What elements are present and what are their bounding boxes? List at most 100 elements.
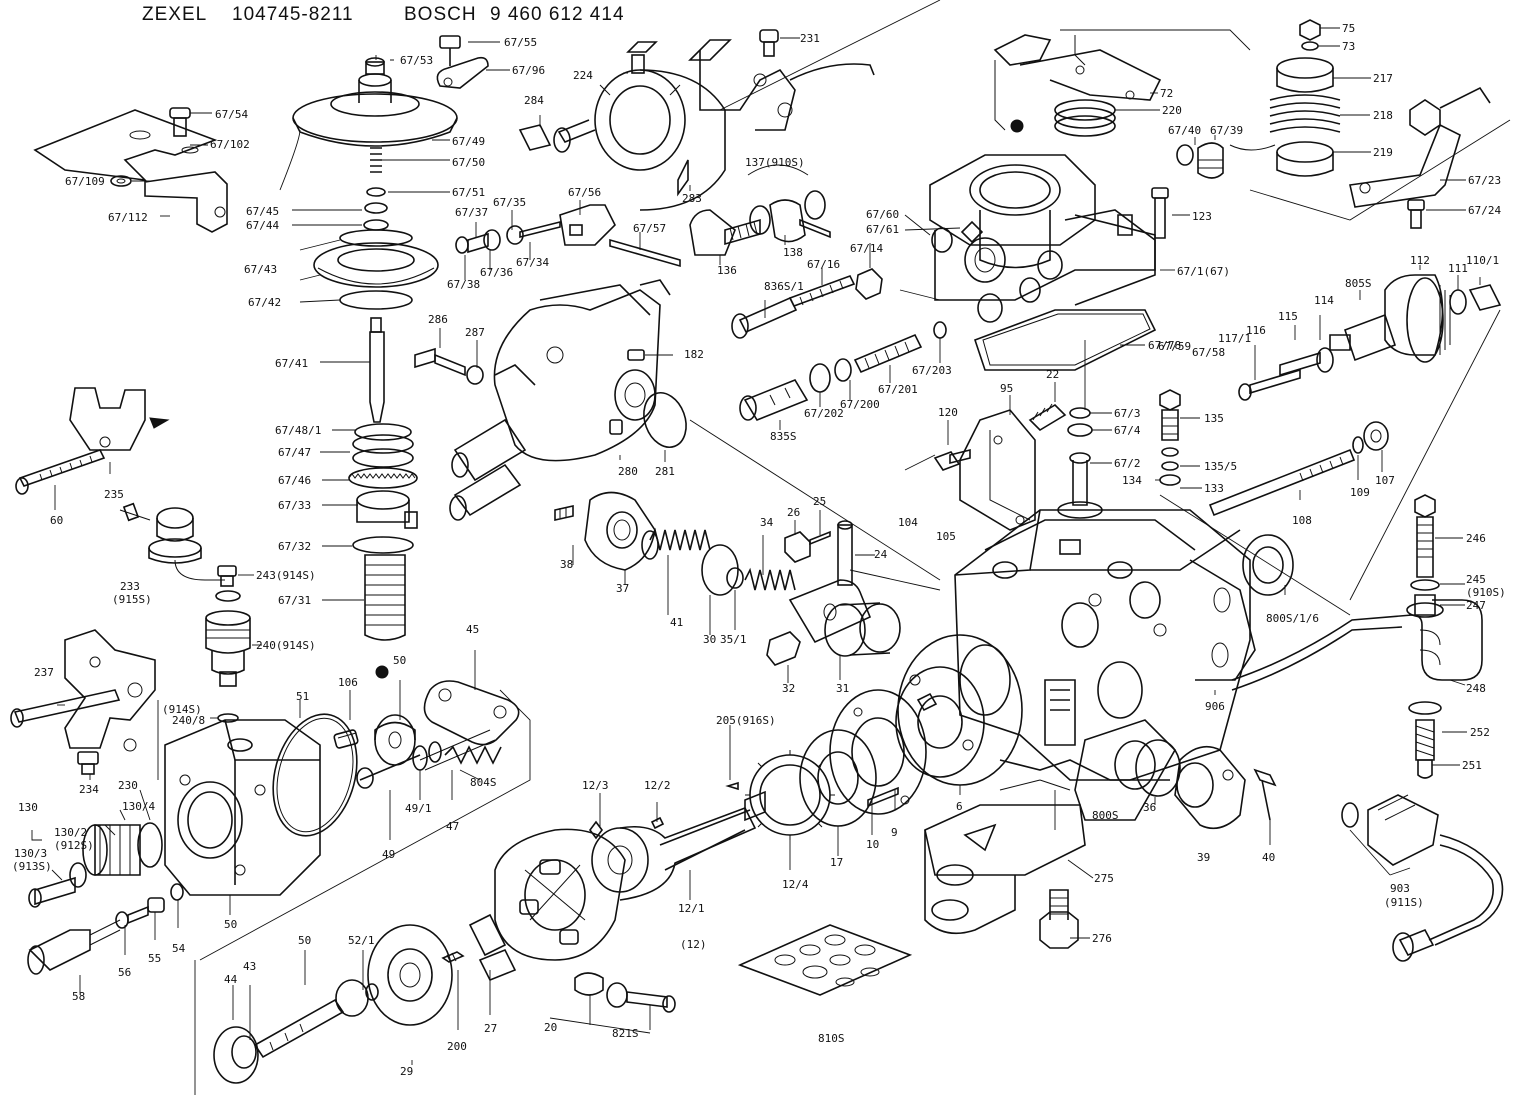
delivery-valve-135 (1155, 389, 1202, 489)
part-label: 67/33 (278, 499, 311, 512)
part-label: 67/35 (493, 196, 526, 209)
part-label: 109 (1350, 486, 1370, 499)
bracket-95-valve (933, 382, 1067, 531)
part-label: 39 (1197, 851, 1210, 864)
part-label: 67/202 (804, 407, 844, 420)
part-label: 67/78 (1148, 339, 1181, 352)
leader-120 (904, 454, 936, 471)
shaft-12-gear-12-4 (589, 725, 835, 901)
part-label: 283 (682, 192, 702, 205)
part-label: 36 (1143, 801, 1156, 814)
part-label: 230 (118, 779, 138, 792)
part-label: 67/24 (1468, 204, 1501, 217)
part-label: 67/48/1 (275, 424, 321, 437)
part-label: (910S) (1466, 586, 1506, 599)
part-label: 67/43 (244, 263, 277, 276)
part-label: 17 (830, 856, 843, 869)
gasket-kit-810S (737, 924, 913, 996)
part-label: 219 (1373, 146, 1393, 159)
part-label: 224 (573, 69, 593, 82)
part-label: 38 (560, 558, 573, 571)
part-label: 112 (1410, 254, 1430, 267)
sleeve-67-39-screw-123 (1151, 135, 1224, 239)
part-label: 136 (717, 264, 737, 277)
part-label: 24 (874, 548, 888, 561)
part-label: 67/201 (878, 383, 918, 396)
part-label: 810S (818, 1032, 845, 1045)
overflow-valve-group (1231, 494, 1483, 779)
part-label: 217 (1373, 72, 1393, 85)
part-label: 20 (544, 1021, 557, 1034)
part-label: 248 (1466, 682, 1486, 695)
part-label: 110/1 (1466, 254, 1499, 267)
part-label: 67/47 (278, 446, 311, 459)
part-label: 117/1 (1218, 332, 1251, 345)
weight-spring-group (1229, 19, 1371, 177)
part-label: 67/40 (1168, 124, 1201, 137)
part-label: 220 (1162, 104, 1182, 117)
magnet-valve-805S (1238, 265, 1502, 601)
part-label: 123 (1192, 210, 1212, 223)
timer-piston-group (554, 491, 901, 683)
part-label: 67/32 (278, 540, 311, 553)
governor-cover-67-1 (929, 119, 1175, 323)
part-label: 6 (956, 800, 963, 813)
part-label: 906 (1205, 700, 1225, 713)
bracket-275 (924, 804, 1094, 949)
part-label: 67/49 (452, 135, 485, 148)
part-label: 246 (1466, 532, 1486, 545)
adjust-screw-136 (689, 164, 831, 265)
part-label: (914S) (162, 703, 202, 716)
part-label: 800S/1/6 (1266, 612, 1319, 625)
part-label: 135 (1204, 412, 1224, 425)
part-label: 67/109 (65, 175, 105, 188)
part-label: 134 (1122, 474, 1142, 487)
bracket-237-bolt-234 (10, 629, 156, 780)
part-label: 75 (1342, 22, 1355, 35)
leader-224 (719, 0, 941, 111)
part-label: 44 (224, 973, 238, 986)
feed-shaft-108 (1159, 421, 1389, 616)
sensor-233-valve-240 (119, 502, 262, 723)
part-label: 67/53 (400, 54, 433, 67)
part-label: 275 (1094, 872, 1114, 885)
part-label: 67/55 (504, 36, 537, 49)
lever-72-spring-220 (993, 29, 1251, 137)
part-label: 51 (296, 690, 309, 703)
part-label: 56 (118, 966, 131, 979)
part-label: 104 (898, 516, 918, 529)
part-label: 284 (524, 94, 544, 107)
lever-67-23 (1249, 86, 1511, 229)
part-label: 58 (72, 990, 85, 1003)
part-label: 67/41 (275, 357, 308, 370)
part-label: 67/3 (1114, 407, 1141, 420)
part-label: 67/2 (1114, 457, 1141, 470)
part-label: 231 (800, 32, 820, 45)
part-label: 52/1 (348, 934, 375, 947)
end-housing-50 (27, 700, 358, 993)
part-label: 67/16 (807, 258, 840, 271)
part-label: 903 (1390, 882, 1410, 895)
part-label: 10 (866, 838, 879, 851)
part-label: 12/1 (678, 902, 705, 915)
part-label: 67/61 (866, 223, 899, 236)
part-label: 40 (1262, 851, 1275, 864)
part-label: 37 (616, 582, 629, 595)
part-label: 67/200 (840, 398, 880, 411)
part-label: 276 (1092, 932, 1112, 945)
part-label: 234 (79, 783, 99, 796)
part-label: 12/2 (644, 779, 671, 792)
part-label: 67/37 (455, 206, 488, 219)
part-label: 821S (612, 1027, 639, 1040)
part-label: 67/203 (912, 364, 952, 377)
part-label: 67/44 (246, 219, 279, 232)
part-label: 67/38 (447, 278, 480, 291)
gasket-67-78 (973, 309, 1157, 371)
part-label: 233 (120, 580, 140, 593)
governor-lever-280 (414, 279, 687, 521)
part-label: (12) (680, 938, 707, 951)
part-label: 240(914S) (256, 639, 316, 652)
part-label: 50 (224, 918, 237, 931)
header-brand-bosch: BOSCH (404, 4, 477, 25)
part-label: 67/56 (568, 186, 601, 199)
